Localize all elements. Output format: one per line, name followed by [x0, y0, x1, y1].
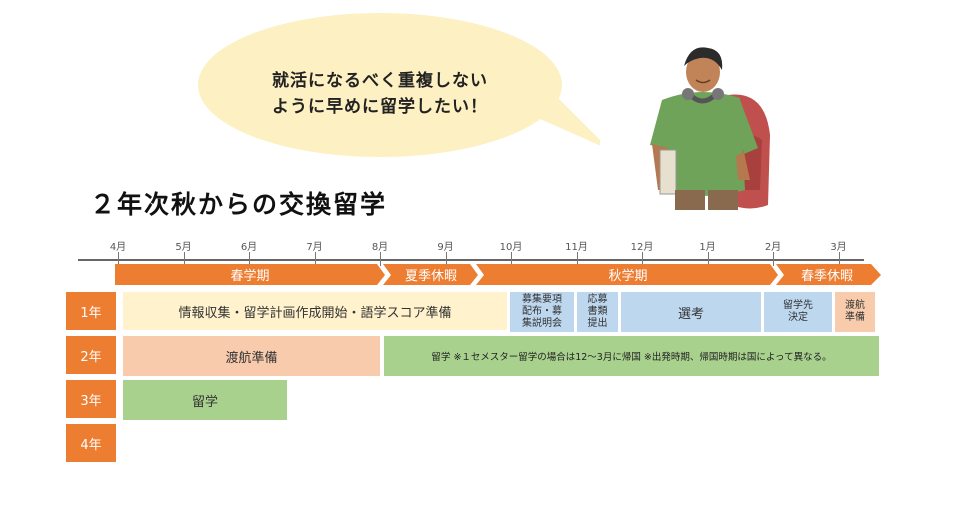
- month-label: 10月: [499, 242, 523, 253]
- term-arrows: [115, 264, 881, 285]
- term-arrow-summer: [383, 264, 478, 285]
- year1-travel-line: 渡航: [845, 300, 865, 311]
- year1-guide-line: 募集要項: [522, 294, 562, 305]
- month-tick: [380, 252, 381, 266]
- month-label: 7月: [306, 242, 323, 253]
- month-tick: [183, 252, 185, 266]
- term-autumn: 秋学期: [608, 269, 648, 284]
- term-arrow-spring: [115, 264, 385, 285]
- month-tick: [576, 252, 578, 266]
- speech-line-2: ように早めに留学したい！: [272, 97, 488, 117]
- month-label: 8月: [371, 242, 389, 253]
- month-label: 12月: [630, 242, 654, 253]
- year1-guide-line: 配布・募: [522, 306, 562, 317]
- year1-guide-block: 募集要項 配布・募 集説明会: [510, 292, 574, 332]
- month-tick: [314, 252, 316, 266]
- year3-study-abroad-block: 留学: [123, 380, 287, 420]
- year2-study-abroad-block: 留学 ※１セメスター留学の場合は12～3月に帰国 ※出発時期、帰国時期は国によっ…: [384, 336, 879, 376]
- month-tick: [642, 252, 643, 266]
- year1-selection-block: 選考: [621, 292, 761, 332]
- year1-apply-line: 提出: [587, 318, 608, 329]
- timeline-axis: [78, 259, 864, 261]
- year1-apply-line: 応募: [587, 294, 608, 305]
- year1-decision-block: 留学先 決定: [764, 292, 832, 332]
- year1-decision-line: 決定: [788, 312, 808, 323]
- student-illustration: [650, 47, 770, 210]
- term-spring: 春学期: [230, 269, 270, 284]
- year-label-2: 2年: [66, 336, 116, 374]
- month-tick: [773, 252, 774, 266]
- month-tick: [838, 252, 840, 266]
- speech-line-1: 就活になるべく重複しない: [272, 71, 488, 91]
- month-label: 5月: [175, 242, 192, 253]
- year2-travel-prep-block: 渡航準備: [123, 336, 380, 376]
- month-label: 2月: [764, 242, 782, 253]
- month-tick: [707, 252, 709, 266]
- month-tick: [445, 252, 447, 266]
- month-label: 1月: [699, 242, 716, 253]
- page-title: ２年次秋からの交換留学: [90, 190, 388, 219]
- year1-guide-line: 集説明会: [522, 318, 562, 329]
- year1-travel-line: 準備: [845, 312, 865, 323]
- year1-decision-line: 留学先: [783, 300, 813, 311]
- year1-prep-block: 情報収集・留学計画作成開始・語学スコア準備: [123, 292, 507, 330]
- term-summer: 夏季休暇: [404, 269, 457, 284]
- term-arrow-autumn: [476, 264, 778, 285]
- month-label: 4月: [109, 242, 127, 253]
- speech-text: 就活になるべく重複しない ように早めに留学したい！: [225, 68, 535, 120]
- term-spring-break: 春季休暇: [800, 269, 853, 284]
- month-label: 9月: [437, 242, 454, 253]
- month-tick: [118, 252, 119, 266]
- month-label: 11月: [565, 242, 588, 253]
- term-arrow-spring-break: [776, 264, 881, 285]
- month-label: 6月: [240, 242, 258, 253]
- speech-bubble: [198, 13, 600, 157]
- year1-apply-block: 応募 書類 提出: [577, 292, 618, 332]
- year-label-3: 3年: [66, 380, 116, 418]
- month-tick: [249, 252, 250, 266]
- month-tick: [511, 252, 512, 266]
- year1-travel-block: 渡航 準備: [835, 292, 875, 332]
- year1-apply-line: 書類: [587, 306, 608, 317]
- month-label: 3月: [830, 242, 847, 253]
- year-label-1: 1年: [66, 292, 116, 330]
- year-label-4: 4年: [66, 424, 116, 462]
